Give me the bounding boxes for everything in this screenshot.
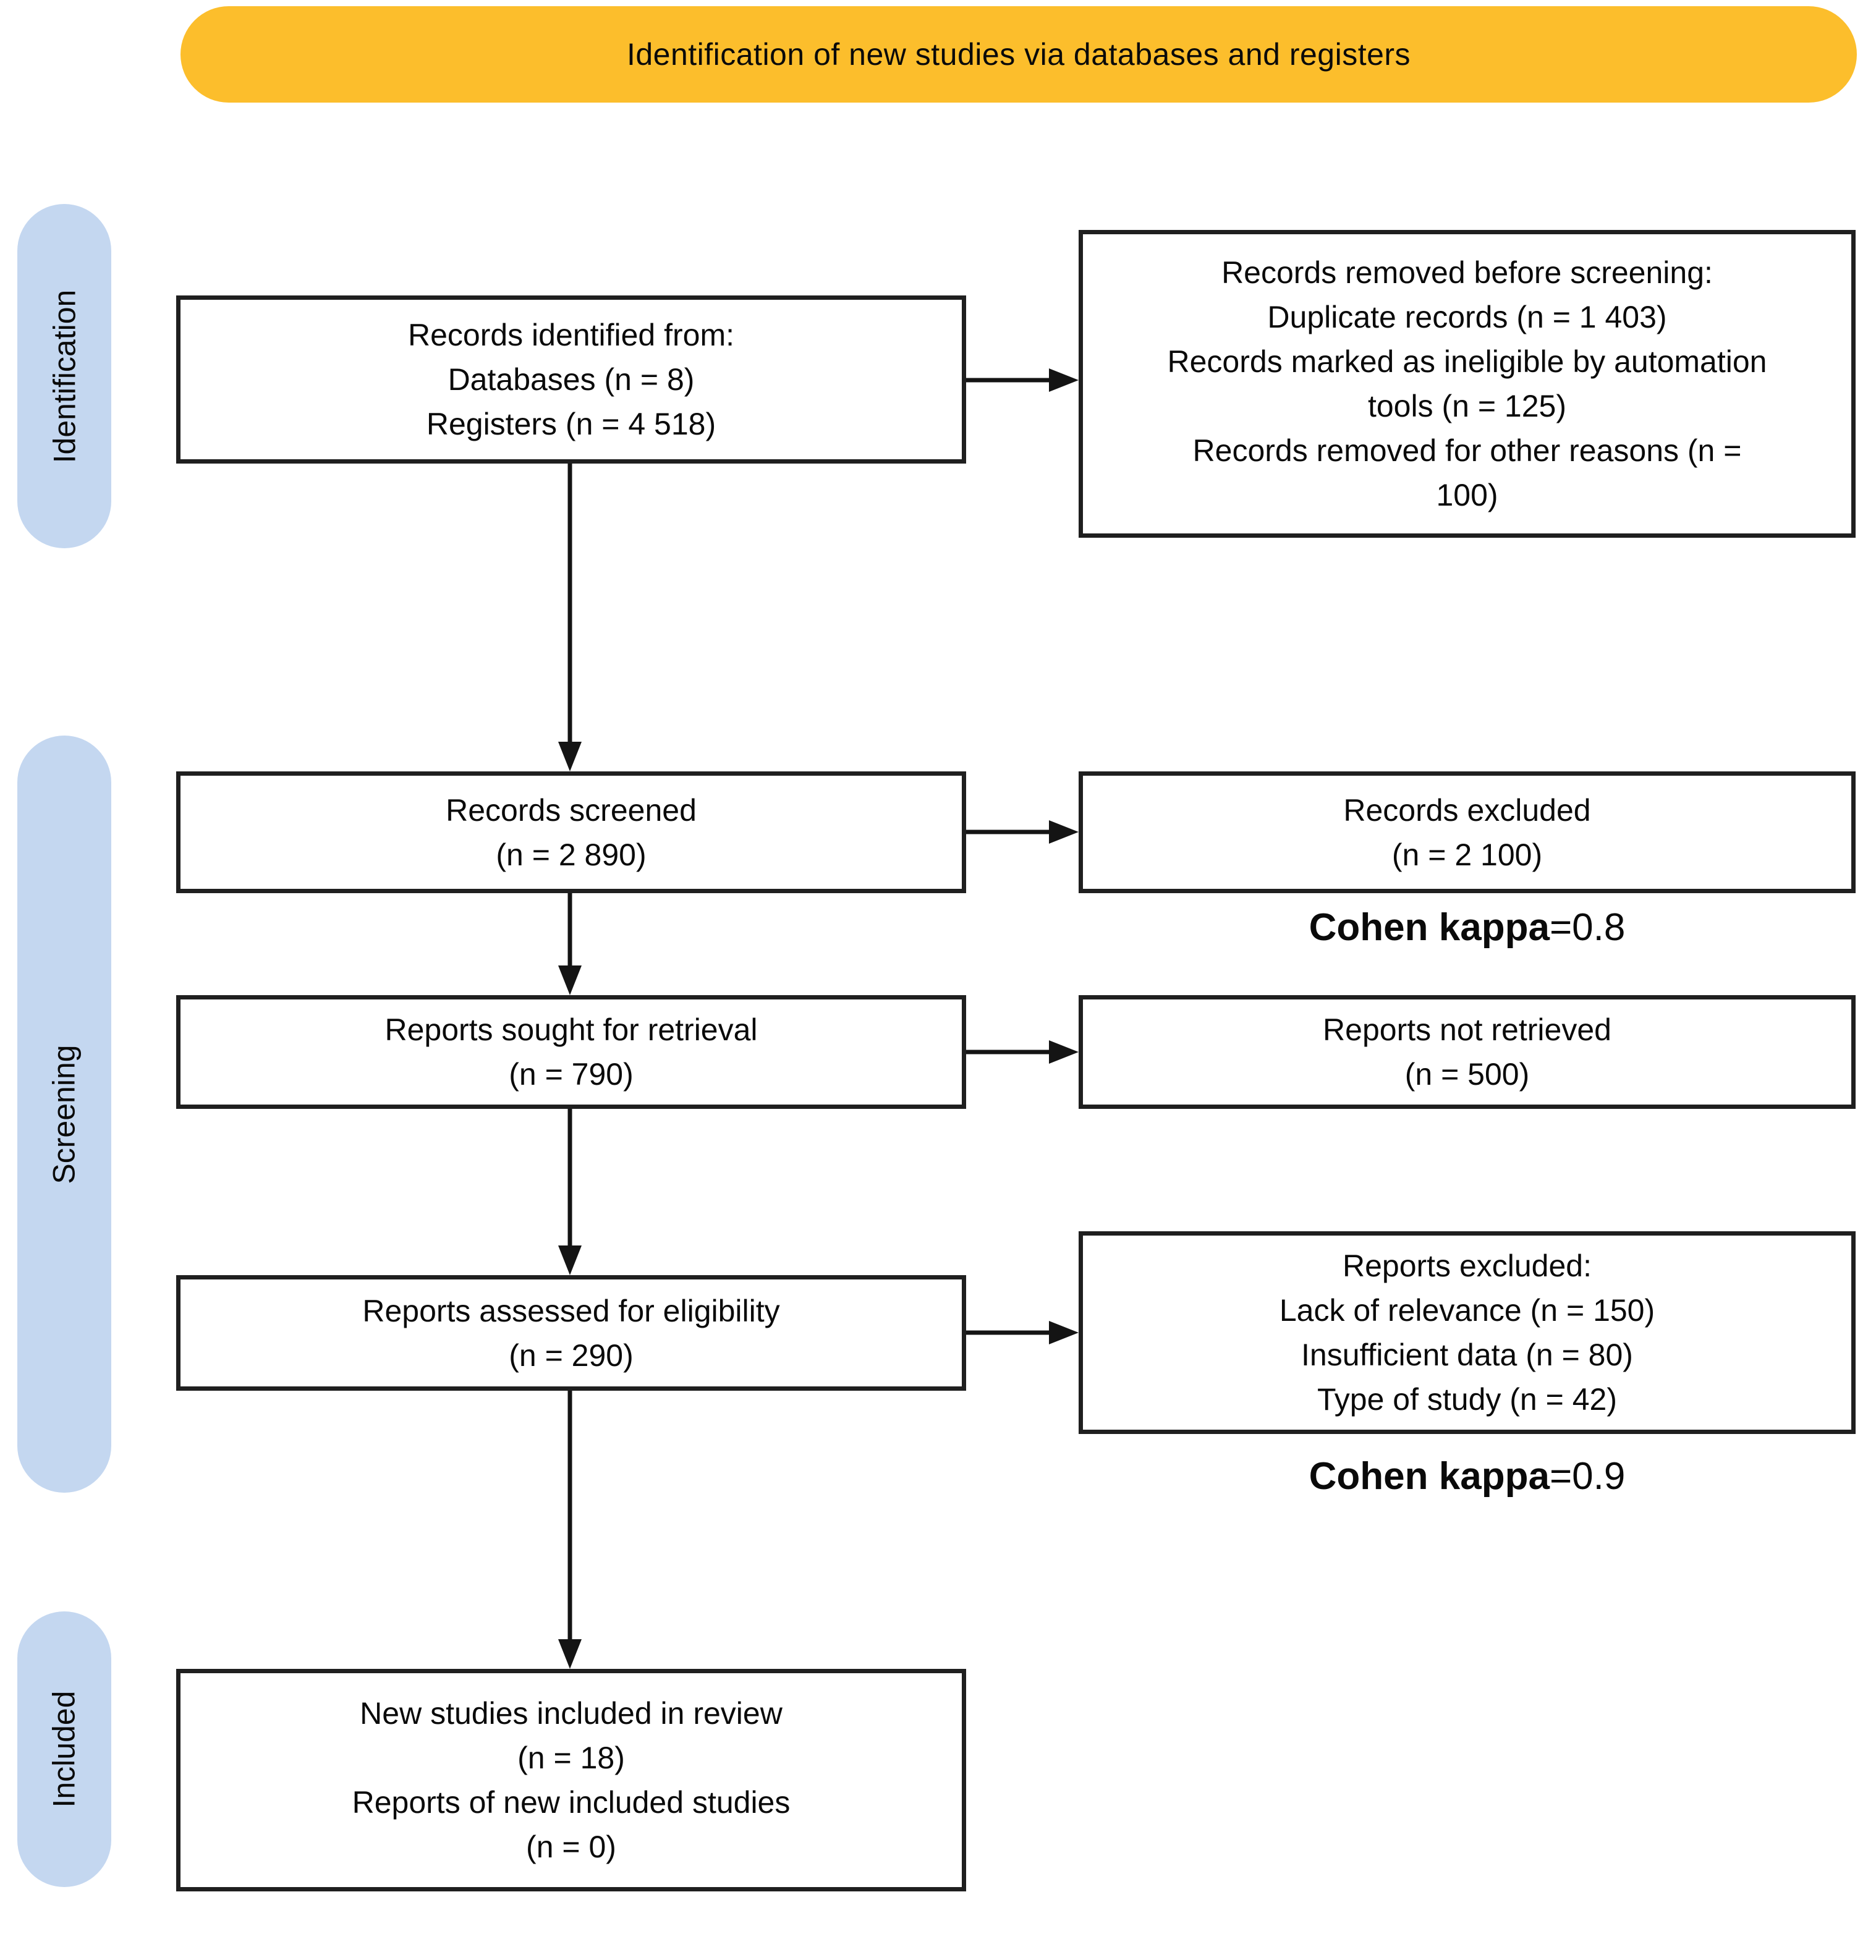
box-records-identified: Records identified from: Databases (n = …: [176, 295, 966, 464]
stage-label-screening: Screening: [47, 1044, 82, 1184]
kappa-screening-label: Cohen kappa=0.8: [1079, 902, 1856, 952]
box-records-removed: Records removed before screening: Duplic…: [1079, 230, 1856, 538]
kappa-screening-value: =0.8: [1549, 906, 1626, 949]
arrow-sought-to-assessed: [558, 1109, 582, 1275]
stage-pill-identification: Identification: [17, 204, 111, 548]
kappa-screening-bold: Cohen kappa: [1309, 906, 1550, 949]
box-reports-sought: Reports sought for retrieval (n = 790): [176, 995, 966, 1109]
box-records-excluded: Records excluded (n = 2 100): [1079, 771, 1856, 893]
arrow-assessed-to-reports-excluded: [966, 1321, 1079, 1344]
stage-pill-screening: Screening: [17, 736, 111, 1493]
box-reports-not-retrieved: Reports not retrieved (n = 500): [1079, 995, 1856, 1109]
arrow-identified-to-removed: [966, 368, 1079, 392]
arrow-screened-to-excluded: [966, 820, 1079, 844]
banner-identification-of-new-studies: Identification of new studies via databa…: [180, 6, 1857, 103]
arrow-screened-to-sought: [558, 893, 582, 995]
box-records-excluded-text: Records excluded (n = 2 100): [1343, 792, 1591, 872]
box-records-screened: Records screened (n = 2 890): [176, 771, 966, 893]
arrow-identified-to-screened: [558, 464, 582, 771]
stage-label-identification: Identification: [47, 289, 82, 463]
box-new-studies-included-text: New studies included in review (n = 18) …: [352, 1696, 791, 1864]
box-reports-not-retrieved-text: Reports not retrieved (n = 500): [1323, 1012, 1611, 1092]
box-reports-sought-text: Reports sought for retrieval (n = 790): [384, 1012, 758, 1092]
kappa-eligibility-label: Cohen kappa=0.9: [1079, 1451, 1856, 1501]
box-reports-assessed-text: Reports assessed for eligibility (n = 29…: [362, 1293, 780, 1373]
arrow-assessed-to-included: [558, 1391, 582, 1669]
stage-pill-included: Included: [17, 1611, 111, 1887]
kappa-eligibility-value: =0.9: [1549, 1454, 1626, 1498]
arrow-sought-to-not-retrieved: [966, 1040, 1079, 1064]
box-reports-assessed: Reports assessed for eligibility (n = 29…: [176, 1275, 966, 1391]
kappa-eligibility-bold: Cohen kappa: [1309, 1454, 1550, 1498]
box-reports-excluded-text: Reports excluded: Lack of relevance (n =…: [1279, 1249, 1655, 1417]
box-reports-excluded: Reports excluded: Lack of relevance (n =…: [1079, 1231, 1856, 1434]
box-new-studies-included: New studies included in review (n = 18) …: [176, 1669, 966, 1891]
box-records-identified-text: Records identified from: Databases (n = …: [407, 318, 734, 441]
box-records-screened-text: Records screened (n = 2 890): [446, 792, 697, 872]
banner-title: Identification of new studies via databa…: [626, 37, 1411, 72]
stage-label-included: Included: [47, 1691, 82, 1808]
box-records-removed-text: Records removed before screening: Duplic…: [1167, 255, 1767, 512]
